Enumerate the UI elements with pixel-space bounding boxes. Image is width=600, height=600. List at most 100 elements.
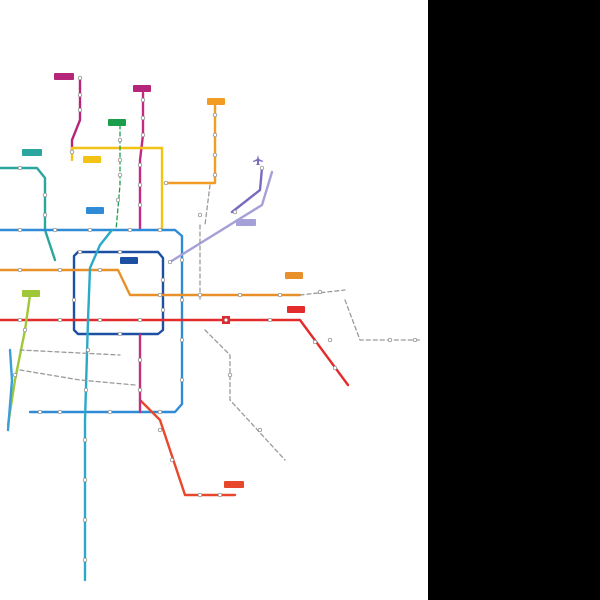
- station-40[interactable]: [71, 297, 77, 303]
- station-49[interactable]: [57, 317, 63, 323]
- station-27[interactable]: [179, 257, 185, 263]
- station-63[interactable]: [12, 372, 18, 378]
- station-41[interactable]: [17, 267, 23, 273]
- station-2[interactable]: [77, 107, 83, 113]
- station-11[interactable]: [117, 157, 123, 163]
- line-tag-4[interactable]: [22, 149, 42, 156]
- station-25[interactable]: [127, 227, 133, 233]
- line-tag-5[interactable]: [83, 156, 101, 163]
- line-cyan-west: [6, 348, 14, 432]
- line-lime-west: [6, 293, 32, 427]
- station-71[interactable]: [217, 492, 223, 498]
- line-green-dashed: [115, 124, 121, 231]
- station-26[interactable]: [157, 227, 163, 233]
- station-21[interactable]: [42, 212, 48, 218]
- station-38[interactable]: [160, 307, 166, 313]
- station-30[interactable]: [179, 377, 185, 383]
- line-tag-10[interactable]: [287, 306, 305, 313]
- station-22[interactable]: [17, 227, 23, 233]
- station-67[interactable]: [167, 259, 173, 265]
- station-51[interactable]: [137, 317, 143, 323]
- station-35[interactable]: [77, 249, 83, 255]
- station-56[interactable]: [85, 347, 91, 353]
- station-68[interactable]: [157, 427, 163, 433]
- station-65[interactable]: [232, 209, 238, 215]
- station-48[interactable]: [17, 317, 23, 323]
- station-66[interactable]: [259, 165, 265, 171]
- station-64[interactable]: [197, 212, 203, 218]
- station-34[interactable]: [37, 409, 43, 415]
- station-10[interactable]: [117, 137, 123, 143]
- line-tags: [22, 73, 305, 488]
- station-62[interactable]: [22, 327, 28, 333]
- station-79[interactable]: [227, 372, 233, 378]
- station-55[interactable]: [332, 365, 338, 371]
- station-37[interactable]: [160, 277, 166, 283]
- station-18[interactable]: [163, 180, 169, 186]
- station-6[interactable]: [140, 132, 146, 138]
- metro-map-panel: [0, 0, 428, 600]
- line-tag-3[interactable]: [207, 98, 225, 105]
- station-17[interactable]: [212, 172, 218, 178]
- line-tag-11[interactable]: [22, 290, 40, 297]
- station-12[interactable]: [117, 172, 123, 178]
- station-45[interactable]: [197, 292, 203, 298]
- line-tag-2[interactable]: [108, 119, 126, 126]
- station-52[interactable]: [223, 317, 229, 323]
- line-tag-7[interactable]: [120, 257, 138, 264]
- station-59[interactable]: [82, 477, 88, 483]
- station-3[interactable]: [69, 149, 75, 155]
- station-43[interactable]: [97, 267, 103, 273]
- station-14[interactable]: [212, 112, 218, 118]
- station-1[interactable]: [77, 92, 83, 98]
- line-grey-daxing-west: [19, 349, 121, 356]
- station-53[interactable]: [267, 317, 273, 323]
- station-23[interactable]: [52, 227, 58, 233]
- line-tag-1[interactable]: [133, 85, 151, 92]
- line-tag-0[interactable]: [54, 73, 74, 80]
- station-0[interactable]: [77, 75, 83, 81]
- station-36[interactable]: [117, 249, 123, 255]
- station-73[interactable]: [137, 387, 143, 393]
- station-58[interactable]: [82, 437, 88, 443]
- station-50[interactable]: [97, 317, 103, 323]
- station-75[interactable]: [387, 337, 393, 343]
- station-44[interactable]: [157, 292, 163, 298]
- station-69[interactable]: [169, 457, 175, 463]
- station-39[interactable]: [117, 331, 123, 337]
- station-4[interactable]: [140, 97, 146, 103]
- station-77[interactable]: [317, 289, 323, 295]
- station-70[interactable]: [197, 492, 203, 498]
- station-72[interactable]: [137, 357, 143, 363]
- station-5[interactable]: [140, 115, 146, 121]
- station-31[interactable]: [157, 409, 163, 415]
- station-20[interactable]: [42, 192, 48, 198]
- station-19[interactable]: [17, 165, 23, 171]
- line-tag-6[interactable]: [86, 207, 104, 214]
- line-magenta-north: [70, 78, 82, 154]
- station-32[interactable]: [107, 409, 113, 415]
- station-7[interactable]: [137, 162, 143, 168]
- line-tag-12[interactable]: [224, 481, 244, 488]
- station-33[interactable]: [57, 409, 63, 415]
- station-76[interactable]: [412, 337, 418, 343]
- station-42[interactable]: [57, 267, 63, 273]
- line-tag-9[interactable]: [285, 272, 303, 279]
- station-74[interactable]: [327, 337, 333, 343]
- station-78[interactable]: [257, 427, 263, 433]
- station-57[interactable]: [83, 387, 89, 393]
- station-60[interactable]: [82, 517, 88, 523]
- station-13[interactable]: [115, 197, 121, 203]
- station-54[interactable]: [312, 339, 318, 345]
- station-47[interactable]: [277, 292, 283, 298]
- station-24[interactable]: [87, 227, 93, 233]
- station-28[interactable]: [179, 297, 185, 303]
- station-15[interactable]: [212, 132, 218, 138]
- station-29[interactable]: [179, 337, 185, 343]
- station-46[interactable]: [237, 292, 243, 298]
- station-9[interactable]: [137, 202, 143, 208]
- line-tag-8[interactable]: [236, 219, 256, 226]
- station-16[interactable]: [212, 152, 218, 158]
- station-8[interactable]: [137, 182, 143, 188]
- station-61[interactable]: [82, 557, 88, 563]
